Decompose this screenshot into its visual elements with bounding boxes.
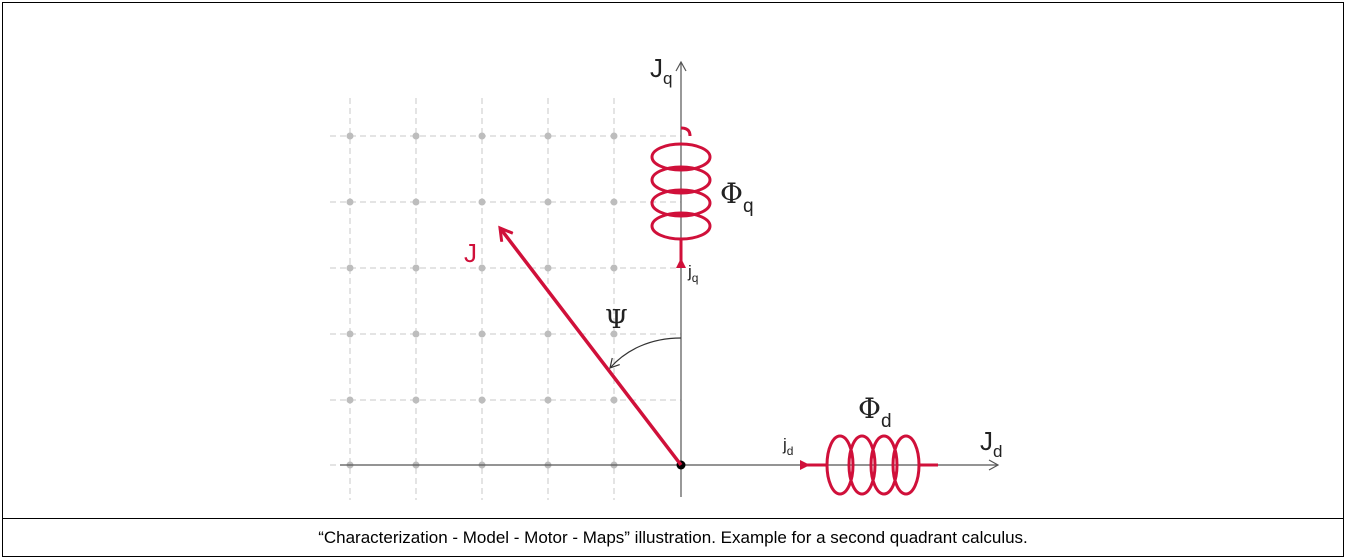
d-current-label: jd — [782, 435, 793, 458]
d-flux-label: Φd — [858, 392, 892, 432]
grid-dot — [544, 264, 552, 272]
current-vector-label: J — [464, 238, 477, 268]
grid-dot — [346, 264, 354, 272]
grid-dot — [610, 264, 618, 272]
grid-dot — [412, 264, 420, 272]
grid-dot — [610, 330, 618, 338]
grid-dot — [544, 396, 552, 404]
grid-dot — [346, 132, 354, 140]
d-current-arrow — [800, 460, 810, 470]
grid-dot — [346, 198, 354, 206]
grid-dot — [346, 396, 354, 404]
q-current-label: jq — [687, 262, 698, 285]
grid-dot — [610, 198, 618, 206]
grid-dot — [412, 132, 420, 140]
grid-dot — [478, 132, 486, 140]
angle-label: Ψ — [605, 305, 628, 335]
grid-dot — [478, 330, 486, 338]
background-grid — [330, 98, 681, 500]
d-axis-label: Jd — [980, 426, 1002, 461]
grid-dot — [412, 198, 420, 206]
grid-dot — [610, 132, 618, 140]
q-flux-label: Φq — [720, 177, 754, 217]
grid-dot — [412, 396, 420, 404]
d-axis-coil — [803, 434, 938, 496]
grid-dot — [412, 330, 420, 338]
grid-dot — [610, 396, 618, 404]
grid-dot — [346, 330, 354, 338]
grid-dot — [478, 198, 486, 206]
q-current-arrow — [676, 258, 686, 268]
grid-dot — [544, 132, 552, 140]
grid-dot — [478, 264, 486, 272]
grid-dot — [544, 330, 552, 338]
grid-dot — [478, 396, 486, 404]
q-axis-label: Jq — [650, 53, 672, 88]
figure-caption: “Characterization - Model - Motor - Maps… — [318, 528, 1028, 547]
vector-diagram: Jq Jd J Ψ Φq Φd jq jd — [330, 53, 1002, 500]
angle-arc — [609, 337, 682, 369]
caption-bar: “Characterization - Model - Motor - Maps… — [2, 518, 1344, 557]
grid-dot — [544, 198, 552, 206]
current-vector-arrow — [500, 228, 683, 467]
